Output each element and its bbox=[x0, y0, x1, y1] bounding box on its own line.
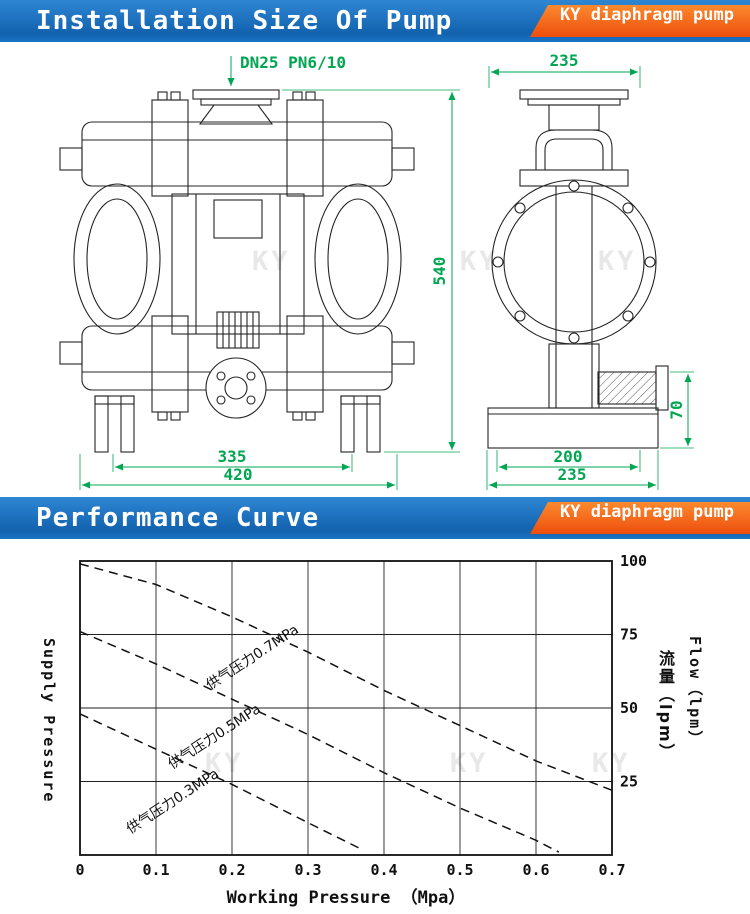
y-axis-label-left: Supply Pressure bbox=[40, 638, 58, 804]
watermark: KY bbox=[450, 748, 489, 779]
dim-front-overall-width: 420 bbox=[224, 465, 253, 484]
dim-front-height: 540 bbox=[430, 257, 449, 286]
pump-front-view bbox=[59, 89, 415, 453]
y-axis-label-right-cn: 流量（lpm） bbox=[656, 650, 675, 762]
curve-2 bbox=[79, 630, 560, 853]
installation-drawing: KY KY KY bbox=[59, 51, 694, 490]
performance-title: Performance Curve bbox=[36, 503, 320, 533]
x-tick-label: 0.7 bbox=[598, 861, 625, 879]
brand-badge-performance: KY diaphragm pump bbox=[530, 502, 750, 534]
installation-title: Installation Size Of Pump bbox=[36, 6, 453, 36]
watermarks-drawing: KY KY KY bbox=[252, 246, 637, 277]
watermark: KY bbox=[252, 246, 291, 277]
dim-side-top-width: 235 bbox=[550, 51, 579, 70]
dimension-annotations: DN25 PN6/10 540 335 420 235 bbox=[79, 51, 694, 490]
y-tick-label: 100 bbox=[620, 552, 647, 570]
x-tick-label: 0 bbox=[75, 861, 84, 879]
x-axis-title: Working Pressure （Mpa） bbox=[226, 888, 466, 908]
x-tick-label: 0.6 bbox=[522, 861, 549, 879]
brand-badge-installation: KY diaphragm pump bbox=[530, 5, 750, 37]
plot-border bbox=[79, 560, 613, 856]
curve-3 bbox=[79, 713, 362, 850]
dim-side-base-inner: 200 bbox=[554, 447, 583, 466]
section-header-performance: Performance Curve KY diaphragm pump bbox=[0, 497, 750, 539]
watermarks-chart: KY KY KY bbox=[205, 748, 631, 779]
y-tick-label: 25 bbox=[620, 773, 638, 791]
y-tick-label: 50 bbox=[620, 699, 638, 717]
chart-canvas: KY KY KY 供气压力0.7MPa供气压力0.5MPa供气压力0.3MPa … bbox=[75, 552, 647, 879]
section-header-installation: Installation Size Of Pump KY diaphragm p… bbox=[0, 0, 750, 42]
watermark: KY bbox=[598, 246, 637, 277]
curve-1 bbox=[79, 563, 613, 791]
curve-label-3: 供气压力0.3MPa bbox=[124, 766, 222, 838]
dim-front-feet-span: 335 bbox=[218, 447, 247, 466]
dim-side-outlet-height: 70 bbox=[667, 400, 686, 419]
watermark: KY bbox=[460, 246, 499, 277]
x-tick-label: 0.4 bbox=[370, 861, 397, 879]
pump-side-view bbox=[487, 89, 669, 449]
x-tick-label: 0.5 bbox=[446, 861, 473, 879]
y-tick-label: 75 bbox=[620, 626, 638, 644]
x-tick-label: 0.1 bbox=[142, 861, 169, 879]
x-tick-label: 0.2 bbox=[218, 861, 245, 879]
y-axis-label-right-en: Flow（lpm） bbox=[686, 636, 704, 748]
chart-ticks: 0 0.1 0.2 0.3 0.4 0.5 0.6 0.7 100 75 50 25 bbox=[75, 552, 647, 879]
x-tick-label: 0.3 bbox=[294, 861, 321, 879]
curve-label-1: 供气压力0.7MPa bbox=[204, 622, 302, 694]
watermark: KY bbox=[592, 748, 631, 779]
dim-side-base-overall: 235 bbox=[558, 465, 587, 484]
chart-grid bbox=[79, 560, 613, 856]
dim-inlet-label: DN25 PN6/10 bbox=[240, 53, 346, 72]
